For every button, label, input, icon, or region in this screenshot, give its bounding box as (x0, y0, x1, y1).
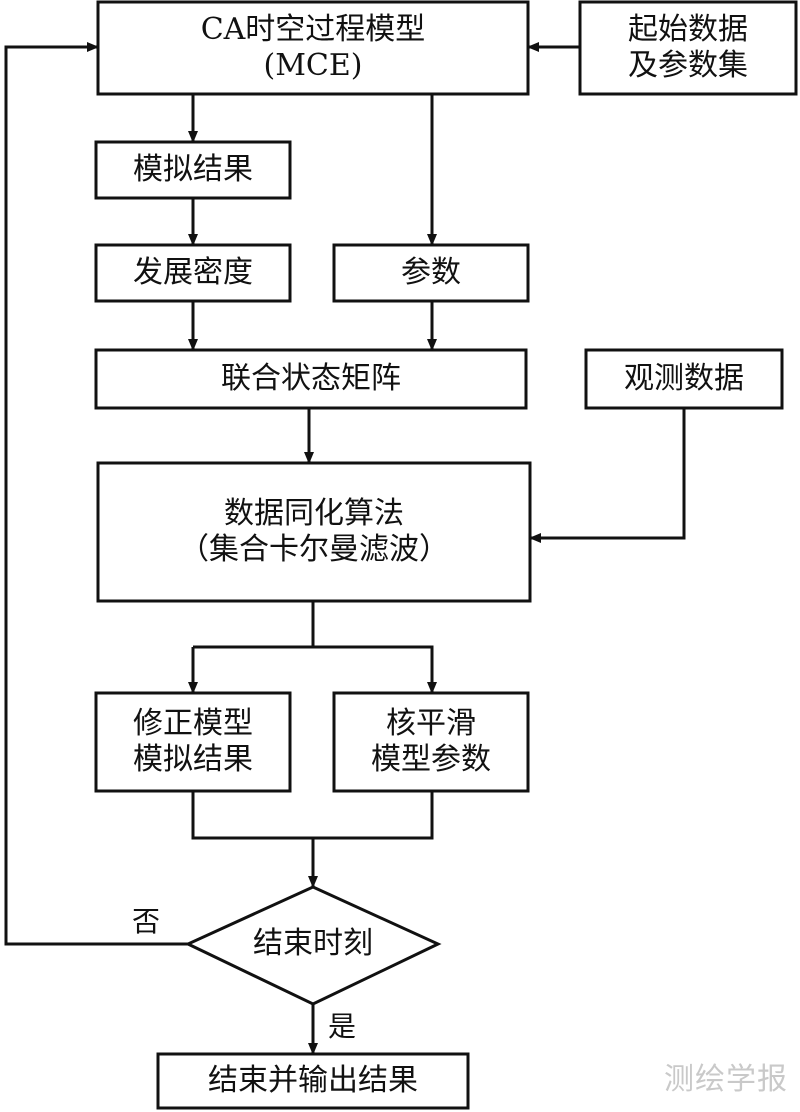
final-output-label: 结束并输出结果 (208, 1063, 418, 1098)
mce-model-label: CA时空过程模型 (MCE) (98, 2, 528, 94)
assimilation-algorithm-label-line1: 数据同化算法 (224, 496, 404, 531)
no-branch-label: 否 (132, 905, 161, 938)
yes-branch-label: 是 (328, 1010, 357, 1043)
line-merge-results (191, 791, 434, 840)
line-assimilation-split (193, 601, 315, 649)
kernel-smoothing-label-line2: 模型参数 (371, 742, 491, 777)
arrow-split-to-kernel (313, 645, 437, 694)
joint-state-matrix-label: 联合状态矩阵 (221, 361, 401, 396)
end-decision-label: 结束时刻 (253, 926, 373, 961)
parameters-label: 参数 (401, 255, 461, 290)
simulation-result-label: 模拟结果 (133, 152, 253, 187)
initial-data-label: 起始数据 及参数集 (580, 2, 796, 94)
initial-data-label-line2: 及参数集 (628, 48, 748, 83)
corrected-simulation-label: 修正模型 模拟结果 (96, 693, 290, 791)
corrected-simulation-label-line2: 模拟结果 (133, 742, 253, 777)
assimilation-algorithm-label: 数据同化算法 （集合卡尔曼滤波） (98, 463, 530, 601)
observation-data-label: 观测数据 (624, 361, 744, 396)
arrow-observation-to-assimilation (529, 408, 686, 543)
development-density-label: 发展密度 (133, 255, 253, 290)
corrected-simulation-label-line1: 修正模型 (133, 706, 253, 741)
initial-data-label-line1: 起始数据 (628, 12, 748, 47)
mce-model-label-line2: (MCE) (263, 48, 363, 83)
mce-model-label-line1: CA时空过程模型 (200, 12, 426, 47)
kernel-smoothing-label: 核平滑 模型参数 (334, 693, 528, 791)
arrow-feedback-loop (4, 42, 188, 946)
journal-watermark: 测绘学报 (664, 1062, 788, 1097)
joint-state-matrix-box (94, 348, 528, 410)
kernel-smoothing-label-line1: 核平滑 (386, 706, 476, 741)
assimilation-algorithm-label-line2: （集合卡尔曼滤波） (179, 532, 449, 567)
